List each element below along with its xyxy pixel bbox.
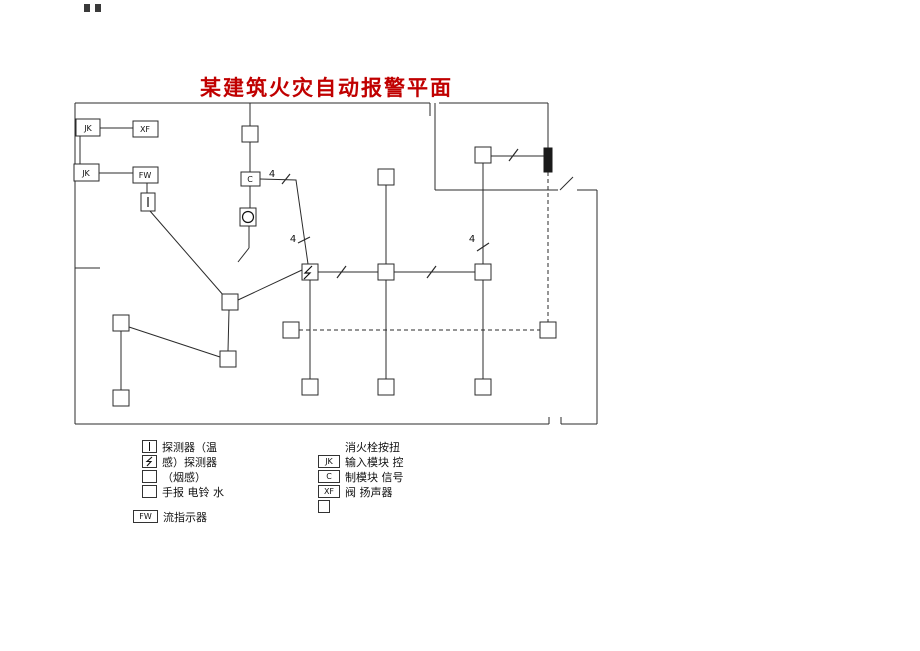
lightning-icon (303, 265, 313, 280)
detector-box (282, 321, 300, 339)
legend-row: JK 输入模块 控 (318, 454, 404, 469)
legend-row: C 制模块 信号 (318, 469, 404, 484)
wire-count-label: 4 (469, 234, 475, 245)
jk-bottom-label: JK (81, 169, 90, 178)
dashed-circuit-lines (299, 172, 549, 331)
c-module-icon: C (318, 470, 340, 483)
legend-left-column: 探测器（温 感）探测器 （烟感） 手报 电铃 水 FW 流指示器 (133, 439, 224, 524)
detector-box (112, 314, 130, 332)
jk-module-icon: JK (318, 455, 340, 468)
detector-box (474, 263, 492, 281)
page-title: 某建筑火灾自动报警平面 (200, 76, 453, 100)
wire-count-ticks (281, 148, 519, 279)
xf-label: XF (140, 125, 150, 134)
plan-labels: JK XF JK FW C 4 4 4 (81, 124, 475, 245)
detector-box (219, 350, 237, 368)
legend-text: 消火栓按扭 (345, 440, 400, 454)
hydrant-symbol (543, 147, 553, 173)
legend-row: 探测器（温 (142, 439, 224, 454)
jk-module-box (73, 163, 100, 182)
legend-text: 制模块 信号 (345, 470, 404, 484)
detector-box-icon (142, 485, 157, 498)
c-module-box (240, 171, 261, 187)
legend-row: 消火栓按扭 (318, 439, 404, 454)
legend-text: 探测器（温 (162, 440, 217, 454)
legend-row: XF 阀 扬声器 (318, 484, 404, 499)
wire-count-label: 4 (290, 234, 296, 245)
corner-marks (84, 4, 101, 12)
xf-module-box (132, 120, 159, 138)
legend-row (318, 499, 404, 514)
devices (73, 118, 557, 407)
detector-box (539, 321, 557, 339)
legend-row: FW 流指示器 (133, 509, 224, 524)
detector-box (377, 168, 395, 186)
legend-text: 阀 扬声器 (345, 485, 393, 499)
legend-row: 手报 电铃 水 (142, 484, 224, 499)
legend-text: 输入模块 控 (345, 455, 404, 469)
detector-box (112, 389, 130, 407)
detector-box (221, 293, 239, 311)
legend-row: （烟感） (142, 469, 224, 484)
detector-box-icon (142, 470, 157, 483)
circuit-lines (79, 127, 544, 390)
detector-box (377, 378, 395, 396)
smoke-detector-icon (142, 455, 157, 468)
detector-box (474, 378, 492, 396)
fw-module-icon: FW (133, 510, 158, 523)
empty-box-icon (318, 500, 330, 513)
bell-circle-icon (241, 210, 255, 224)
detector-box (377, 263, 395, 281)
legend-text: 手报 电铃 水 (162, 485, 224, 499)
xf-module-icon: XF (318, 485, 340, 498)
door-swing (237, 247, 250, 263)
detector-box (301, 378, 319, 396)
fw-module-box (132, 166, 159, 184)
detector-box (474, 146, 492, 164)
detector-box (241, 125, 259, 143)
c-label: C (247, 175, 253, 184)
fw-label: FW (139, 171, 152, 180)
wire-count-label: 4 (269, 169, 275, 180)
legend-text: （烟感） (162, 470, 206, 484)
legend-text: 感）探测器 (162, 455, 217, 469)
jk-top-label: JK (83, 124, 92, 133)
jk-module-box (75, 118, 101, 137)
legend-right-column: 消火栓按扭 JK 输入模块 控 C 制模块 信号 XF 阀 扬声器 (318, 439, 404, 514)
legend-row: 感）探测器 (142, 454, 224, 469)
walls (74, 102, 598, 425)
door-swing (559, 176, 574, 191)
temp-detector-icon (142, 440, 157, 453)
legend-text: 流指示器 (163, 510, 207, 524)
smoke-detector-symbol (301, 263, 319, 281)
